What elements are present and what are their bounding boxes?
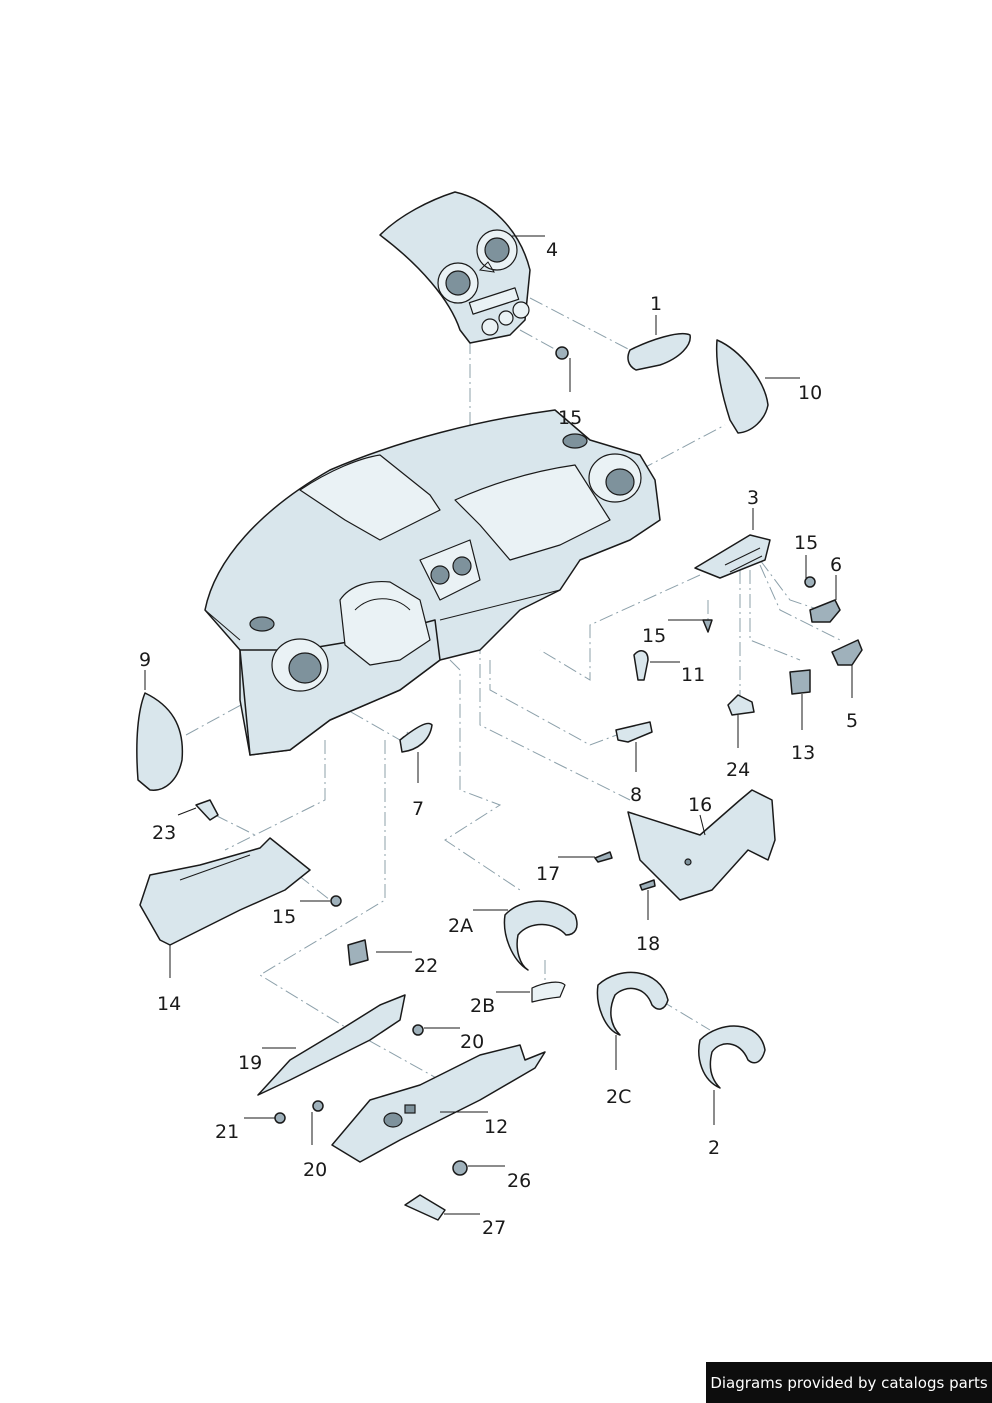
part-10-side-cover [715, 339, 769, 434]
callout-27: 27 [482, 1217, 506, 1239]
callout-13: 13 [791, 742, 815, 764]
callout-15-bracket: 15 [272, 906, 296, 928]
callout-26: 26 [507, 1170, 531, 1192]
part-6-vent-knob [809, 599, 841, 623]
part-12-lower-trim-panel [331, 1044, 546, 1163]
callout-23: 23 [152, 822, 176, 844]
part-4-instrument-bezel [379, 191, 531, 344]
callout-3: 3 [747, 487, 759, 509]
callout-15-top: 15 [558, 407, 582, 429]
part-1-trim-strip [627, 332, 691, 371]
part-15-screw-top [555, 346, 569, 360]
callout-12: 12 [484, 1116, 508, 1138]
callout-5: 5 [846, 710, 858, 732]
callout-15-mid: 15 [642, 625, 666, 647]
part-7-cap [399, 722, 433, 753]
callout-7: 7 [412, 798, 424, 820]
leader-lines [144, 235, 853, 1215]
callout-6: 6 [830, 554, 842, 576]
callout-10: 10 [798, 382, 822, 404]
part-15-screw-vent [804, 576, 816, 588]
callout-9: 9 [139, 649, 151, 671]
callout-14: 14 [157, 993, 181, 1015]
part-13-clip [789, 669, 811, 695]
callout-8: 8 [630, 784, 642, 806]
watermark-banner: Diagrams provided by catalogs parts [706, 1362, 992, 1403]
part-26-nut [452, 1160, 468, 1176]
callout-4: 4 [546, 239, 558, 261]
part-9-end-cover-left [136, 692, 184, 791]
assembly-lines [185, 297, 841, 1081]
callout-19: 19 [238, 1052, 262, 1074]
callout-17: 17 [536, 863, 560, 885]
part-11-knob [633, 650, 649, 681]
part-18-screw [639, 879, 656, 891]
callout-16: 16 [688, 794, 712, 816]
part-3-center-vent [694, 534, 771, 579]
callout-1: 1 [650, 293, 662, 315]
part-14-mounting-bracket [139, 837, 311, 946]
part-16-knee-panel [627, 789, 776, 901]
callout-2: 2 [708, 1137, 720, 1159]
callout-22: 22 [414, 955, 438, 977]
part-15-screw-small [702, 619, 713, 633]
callout-18: 18 [636, 933, 660, 955]
part-2A-column-cover-upper [503, 900, 578, 971]
part-17-screw [594, 851, 613, 863]
part-20-screw-lower [312, 1100, 324, 1112]
part-20-screw-upper [412, 1024, 424, 1036]
part-5-vent-knob [831, 639, 863, 666]
callout-2B: 2B [470, 995, 495, 1017]
part-23-bolt [195, 799, 219, 821]
part-2-column-shroud [698, 1025, 766, 1089]
part-2C-column-cover-lower [596, 971, 669, 1036]
part-21-screw [274, 1112, 286, 1124]
callout-2A: 2A [448, 915, 473, 937]
part-24-bracket [727, 694, 755, 716]
part-2B-trim [531, 981, 566, 1003]
callout-20-upper: 20 [460, 1031, 484, 1053]
callout-2C: 2C [606, 1086, 631, 1108]
callout-21: 21 [215, 1121, 239, 1143]
part-15-screw-bracket [330, 895, 342, 907]
callout-20-lower: 20 [303, 1159, 327, 1181]
callout-24: 24 [726, 759, 750, 781]
callout-labels: 4 1 10 15 3 15 6 15 11 9 5 13 24 8 16 7 … [139, 239, 858, 1239]
part-27-plug [404, 1194, 446, 1221]
dashboard-panel [204, 409, 661, 756]
callout-11: 11 [681, 664, 705, 686]
callout-15-vent: 15 [794, 532, 818, 554]
part-8-knob-base [615, 721, 653, 743]
part-22-clip [347, 939, 369, 966]
part-19-lower-trim [257, 994, 406, 1096]
